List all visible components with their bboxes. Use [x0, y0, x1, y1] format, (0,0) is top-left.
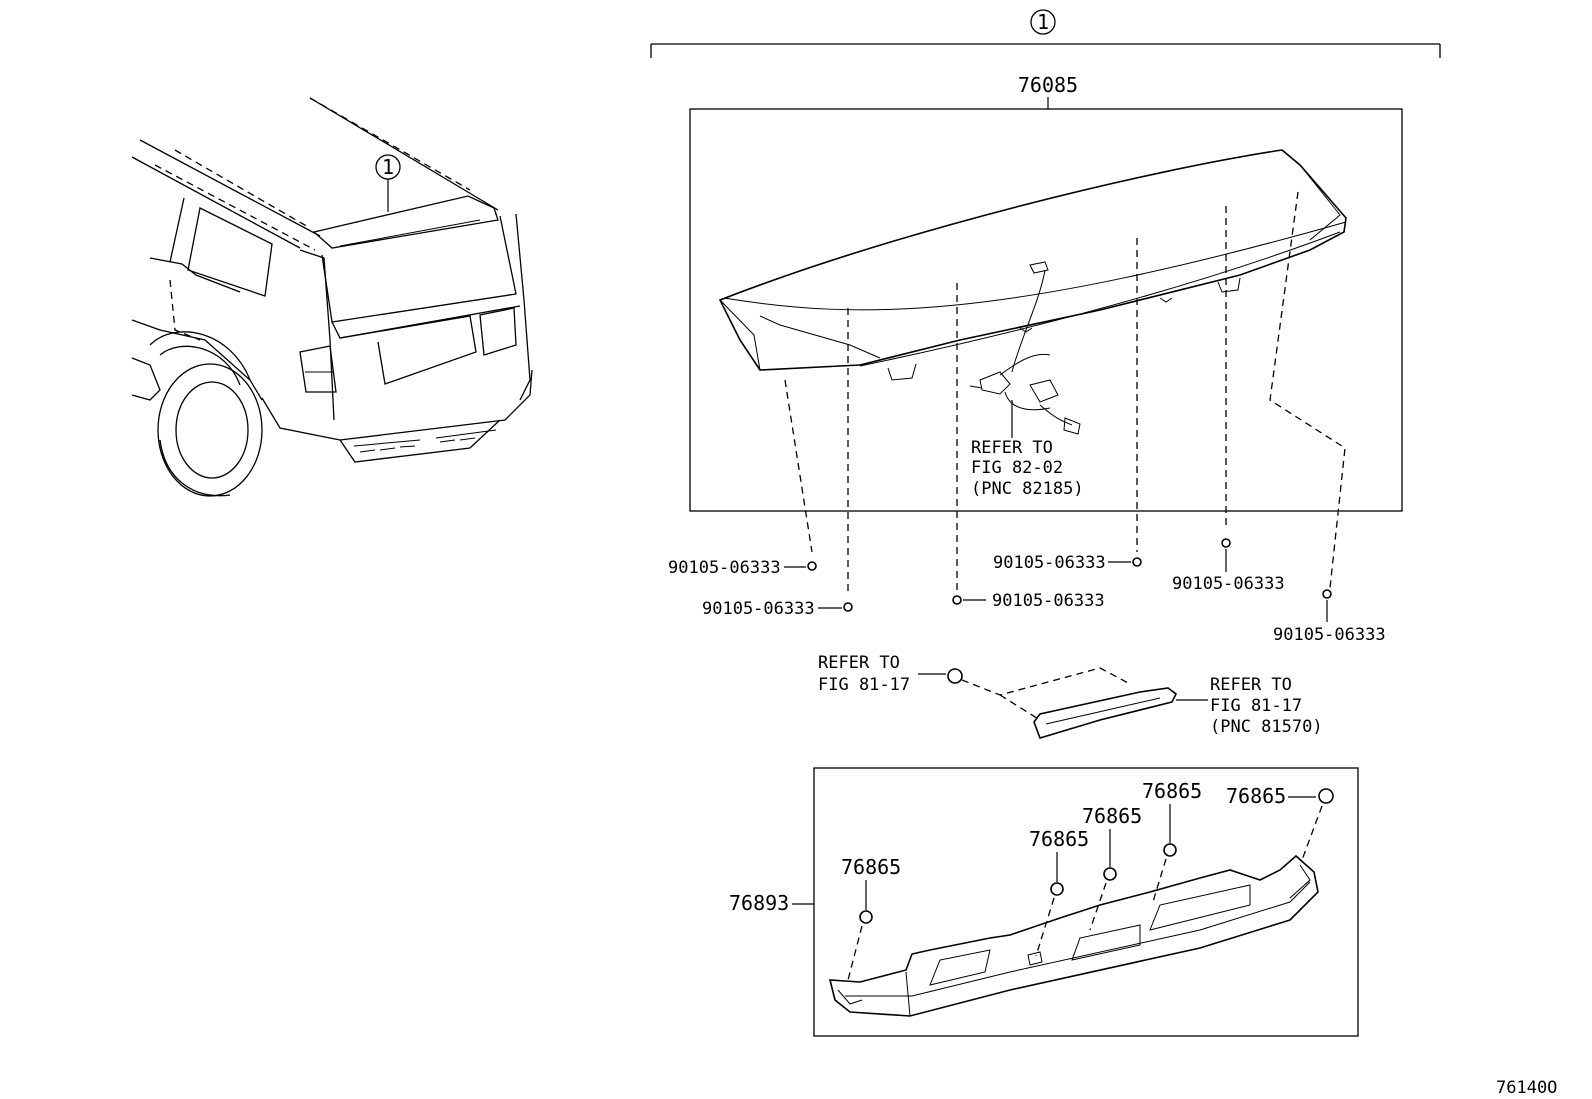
- vehicle-callout-number: 1: [382, 155, 394, 179]
- clip-2-part-number: 76865: [1029, 827, 1089, 851]
- lamp-refer-right-line1: REFER TO: [1210, 675, 1292, 695]
- screw-6-part-number: 90105-06333: [1273, 625, 1386, 645]
- screw-1-part-number: 90105-06333: [668, 558, 781, 578]
- lamp-refer-left-line1: REFER TO: [818, 653, 900, 673]
- figure-id: 76140O: [1496, 1078, 1557, 1098]
- clip-5-part-number: 76865: [1226, 784, 1286, 808]
- lower-assembly-box: 76893 76865 76865 76865: [729, 767, 1359, 1037]
- clip-2: 76865: [1029, 827, 1089, 957]
- wire-refer-line2: FIG 82-02: [971, 458, 1063, 478]
- screw-5-part-number: 90105-06333: [1172, 574, 1285, 594]
- clip-4-part-number: 76865: [1142, 779, 1202, 803]
- clip-4: 76865: [1142, 779, 1202, 906]
- screw-group: 90105-06333 90105-06333 90105-06333 9010…: [668, 538, 1386, 645]
- clip-5: 76865: [1226, 784, 1334, 861]
- vehicle-illustration: 1: [131, 97, 533, 497]
- wire-refer-line1: REFER TO: [971, 438, 1053, 458]
- lower-assembly-part-number: 76893: [729, 891, 789, 915]
- clip-1-part-number: 76865: [841, 855, 901, 879]
- screw-4: 90105-06333: [993, 553, 1142, 573]
- clip-1: 76865: [841, 855, 901, 981]
- screw-2-part-number: 90105-06333: [702, 599, 815, 619]
- spoiler-assembly-box: 76085 R: [689, 73, 1403, 596]
- assembly-bracket: 1: [650, 9, 1441, 58]
- screw-2: 90105-06333: [702, 599, 853, 619]
- clip-3-part-number: 76865: [1082, 804, 1142, 828]
- wire-harness: [969, 261, 1081, 438]
- wire-refer-line3: (PNC 82185): [971, 479, 1084, 499]
- stop-lamp: [1033, 687, 1178, 739]
- lamp-refer-left-line2: FIG 81-17: [818, 675, 910, 695]
- rear-spoiler: [718, 149, 1347, 381]
- assembly-callout-number: 1: [1037, 10, 1049, 34]
- screw-3-part-number: 90105-06333: [992, 591, 1105, 611]
- clip-3: 76865: [1082, 804, 1142, 931]
- lamp-grommet: [947, 668, 963, 684]
- screw-4-part-number: 90105-06333: [993, 553, 1106, 573]
- lamp-refer-right-line3: (PNC 81570): [1210, 717, 1323, 737]
- screw-5: 90105-06333: [1172, 538, 1285, 594]
- screw-3: 90105-06333: [952, 591, 1105, 611]
- spoiler-bracket: [828, 854, 1319, 1017]
- screw-6: 90105-06333: [1273, 589, 1386, 645]
- screw-1: 90105-06333: [668, 558, 817, 578]
- spoiler-part-number: 76085: [1018, 73, 1078, 97]
- stop-lamp-group: REFER TO FIG 81-17 REFER TO FIG 81-17 (P…: [818, 653, 1323, 739]
- lamp-refer-right-line2: FIG 81-17: [1210, 696, 1302, 716]
